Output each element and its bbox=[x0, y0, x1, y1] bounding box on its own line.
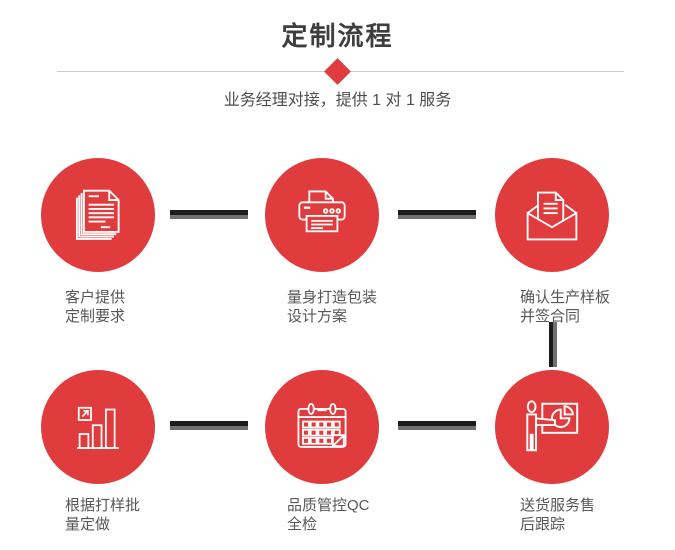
step-label-line: 送货服务售 bbox=[520, 497, 596, 514]
diamond-icon bbox=[324, 58, 351, 85]
step-circle-1 bbox=[41, 158, 155, 272]
step-label-line: 品质管控QC bbox=[287, 497, 370, 514]
step-label-line: 后跟踪 bbox=[520, 516, 566, 533]
envelope-icon bbox=[526, 191, 578, 241]
step-label-line: 确认生产样板 bbox=[520, 289, 611, 306]
connector-step3-step6 bbox=[549, 322, 557, 367]
connector-step5-step6 bbox=[398, 421, 476, 430]
step-circle-6 bbox=[495, 370, 609, 484]
documents-icon bbox=[75, 189, 120, 240]
step-circle-3 bbox=[495, 158, 609, 272]
step-circle-4 bbox=[41, 370, 155, 484]
step-label-line: 量定做 bbox=[65, 516, 111, 533]
step-label-line: 客户提供 bbox=[65, 289, 126, 306]
step-label-line: 设计方案 bbox=[287, 308, 348, 325]
connector-step4-step5 bbox=[170, 421, 248, 430]
bar-chart-icon bbox=[77, 406, 119, 449]
step-label-3: 确认生产样板 并签合同 bbox=[520, 288, 610, 326]
connector-step1-step2 bbox=[170, 210, 248, 219]
subtitle: 业务经理对接，提供 1 对 1 服务 bbox=[223, 92, 452, 109]
connector-step2-step3 bbox=[398, 210, 476, 219]
step-label-line: 并签合同 bbox=[520, 308, 581, 325]
step-label-6: 送货服务售 后跟踪 bbox=[520, 496, 595, 534]
step-label-5: 品质管控QC 全检 bbox=[287, 496, 370, 534]
step-circle-5 bbox=[265, 370, 379, 484]
presentation-icon bbox=[526, 400, 579, 452]
calendar-icon bbox=[297, 402, 347, 448]
step-label-1: 客户提供 定制要求 bbox=[65, 288, 125, 326]
step-label-line: 量身打造包装 bbox=[287, 289, 378, 306]
printer-icon bbox=[298, 190, 346, 233]
step-label-2: 量身打造包装 设计方案 bbox=[287, 288, 377, 326]
step-circle-2 bbox=[265, 158, 379, 272]
page-title: 定制流程 bbox=[281, 21, 394, 51]
step-label-line: 定制要求 bbox=[65, 308, 126, 325]
step-label-4: 根据打样批 量定做 bbox=[65, 496, 140, 534]
step-label-line: 全检 bbox=[287, 516, 318, 533]
step-label-line: 根据打样批 bbox=[65, 497, 141, 514]
